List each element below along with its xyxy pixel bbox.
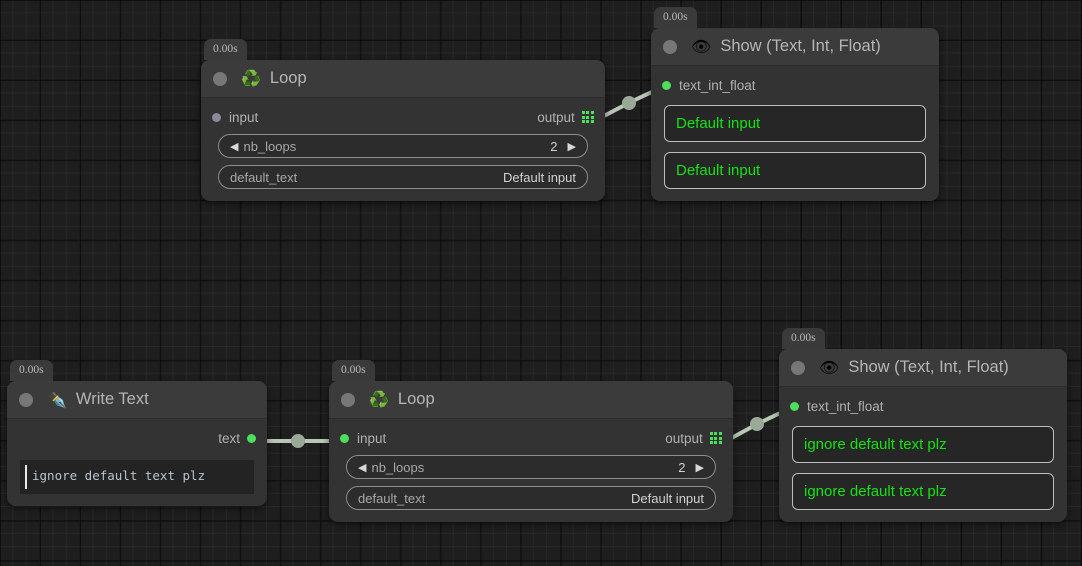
input-port-label: text_int_float	[807, 398, 884, 414]
node-body: text_int_float Default input Default inp…	[651, 66, 939, 201]
param-name: default_text	[230, 169, 298, 185]
time-badge-write-text: 0.00s	[10, 360, 53, 381]
node-body: text_int_float ignore default text plz i…	[779, 387, 1067, 522]
node-header[interactable]: 👁 Show (Text, Int, Float)	[651, 28, 939, 66]
input-port-dot[interactable]	[662, 80, 671, 90]
stepper-increment-icon[interactable]: ▶	[567, 139, 576, 153]
input-port-label: input	[229, 109, 259, 125]
collapse-toggle-dot[interactable]	[791, 360, 805, 375]
recycle-icon: ♻️	[369, 389, 389, 409]
param-value[interactable]: 2	[550, 138, 558, 154]
port-row-input-output: input output	[212, 107, 594, 127]
param-row-nb-loops[interactable]: ◀ nb_loops 2 ▶	[346, 455, 716, 479]
param-value[interactable]: 2	[678, 459, 686, 475]
node-title: Write Text	[75, 390, 149, 408]
display-value-box: ignore default text plz	[792, 426, 1054, 463]
display-value-box: ignore default text plz	[792, 473, 1054, 510]
wire-midpoint-dot[interactable]	[622, 96, 636, 110]
port-row-input: text_int_float	[790, 396, 1056, 416]
time-badge-show-1: 0.00s	[654, 7, 697, 28]
stepper-decrement-icon[interactable]: ◀	[230, 139, 239, 153]
param-row-default-text[interactable]: default_text Default input	[346, 486, 716, 510]
eye-icon: 👁	[819, 357, 840, 377]
text-editor-value: ignore default text plz	[32, 468, 206, 483]
wire-midpoint-dot[interactable]	[750, 417, 764, 431]
node-write-text[interactable]: ✒️ Write Text text ignore default text p…	[7, 381, 267, 506]
param-value[interactable]: Default input	[503, 169, 576, 185]
text-caret	[25, 465, 27, 489]
port-row-input: text_int_float	[662, 75, 928, 95]
node-body: input output ◀ nb_loops 2 ▶ default_text…	[201, 98, 605, 201]
display-value-box: Default input	[664, 152, 926, 189]
param-row-default-text[interactable]: default_text Default input	[218, 165, 588, 189]
time-badge-loop-1: 0.00s	[204, 39, 247, 60]
port-row-input-output: input output	[340, 428, 722, 448]
node-show-2[interactable]: 👁 Show (Text, Int, Float) text_int_float…	[779, 349, 1067, 522]
output-port-label: output	[665, 430, 703, 446]
collapse-toggle-dot[interactable]	[19, 392, 33, 407]
fountain-pen-icon: ✒️	[47, 389, 67, 409]
output-port-label: output	[537, 109, 575, 125]
input-port-label: input	[357, 430, 387, 446]
node-header[interactable]: ✒️ Write Text	[7, 381, 267, 419]
node-show-1[interactable]: 👁 Show (Text, Int, Float) text_int_float…	[651, 28, 939, 201]
output-port-label: text	[218, 430, 240, 446]
port-row-output: text	[18, 428, 256, 448]
wire-midpoint-dot[interactable]	[291, 434, 305, 448]
text-editor-field[interactable]: ignore default text plz	[20, 460, 254, 494]
node-header[interactable]: 👁 Show (Text, Int, Float)	[779, 349, 1067, 387]
eye-icon: 👁	[691, 36, 712, 56]
input-port-label: text_int_float	[679, 77, 756, 93]
node-title: Show (Text, Int, Float)	[720, 37, 881, 55]
param-name: nb_loops	[243, 138, 297, 154]
input-port-dot[interactable]	[340, 433, 349, 443]
node-header[interactable]: ♻️ Loop	[201, 60, 605, 98]
node-title: Loop	[269, 69, 307, 87]
node-loop-2[interactable]: ♻️ Loop input output ◀ nb_loops 2 ▶ d	[329, 381, 733, 522]
time-badge-show-2: 0.00s	[782, 328, 825, 349]
grid-dots-icon[interactable]	[581, 110, 594, 124]
node-body: input output ◀ nb_loops 2 ▶ default_text…	[329, 419, 733, 522]
display-value-box: Default input	[664, 105, 926, 142]
node-title: Loop	[397, 390, 435, 408]
stepper-decrement-icon[interactable]: ◀	[358, 460, 367, 474]
stepper-increment-icon[interactable]: ▶	[695, 460, 704, 474]
node-loop-1[interactable]: ♻️ Loop input output ◀ nb_loops 2 ▶ d	[201, 60, 605, 201]
time-badge-loop-2: 0.00s	[332, 360, 375, 381]
param-name: nb_loops	[371, 459, 425, 475]
node-header[interactable]: ♻️ Loop	[329, 381, 733, 419]
node-body: text ignore default text plz	[7, 419, 267, 506]
output-port-dot[interactable]	[247, 433, 256, 443]
param-name: default_text	[358, 490, 426, 506]
collapse-toggle-dot[interactable]	[213, 71, 227, 86]
input-port-dot[interactable]	[790, 401, 799, 411]
param-value[interactable]: Default input	[631, 490, 704, 506]
collapse-toggle-dot[interactable]	[341, 392, 355, 407]
param-row-nb-loops[interactable]: ◀ nb_loops 2 ▶	[218, 134, 588, 158]
collapse-toggle-dot[interactable]	[663, 39, 677, 54]
recycle-icon: ♻️	[241, 68, 261, 88]
node-title: Show (Text, Int, Float)	[848, 358, 1009, 376]
grid-dots-icon[interactable]	[709, 431, 722, 445]
input-port-dot[interactable]	[212, 112, 221, 122]
